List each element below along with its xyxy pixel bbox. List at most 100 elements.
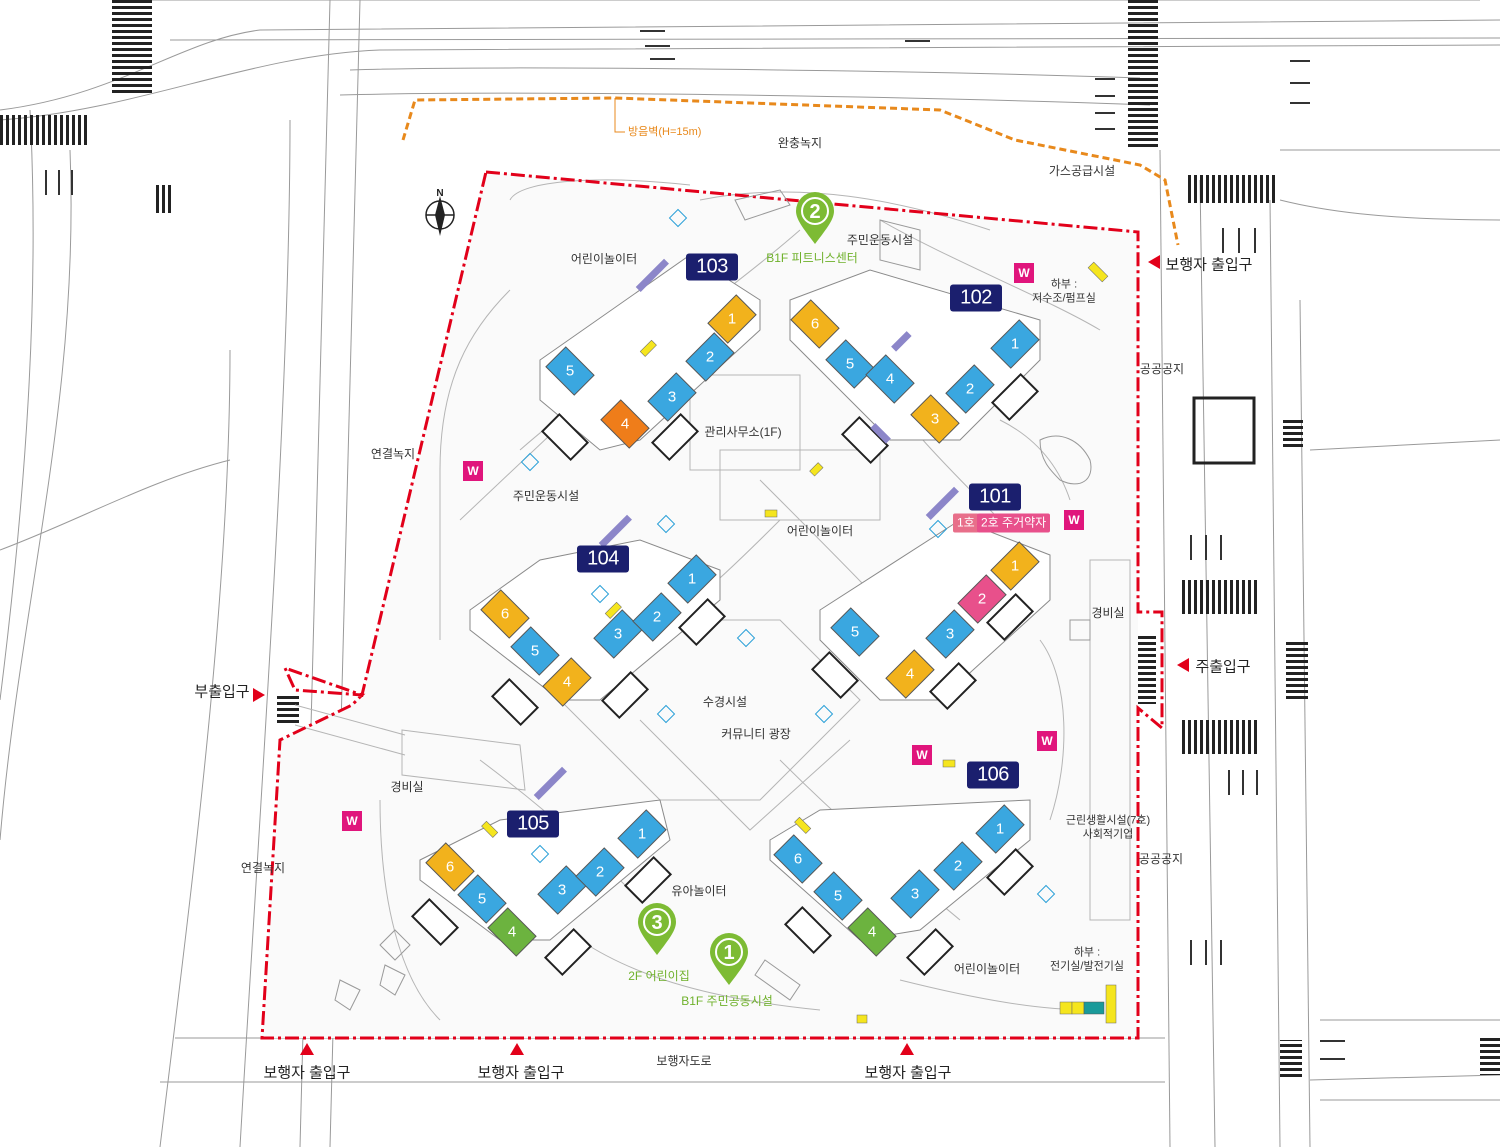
management-office-label: 관리사무소(1F) — [704, 425, 782, 439]
facility-pin-2-number[interactable]: 2 — [809, 201, 821, 223]
building-102-units — [790, 299, 1040, 444]
building-label-106[interactable]: 106 — [967, 761, 1019, 789]
unit-number-103-3: 3 — [667, 388, 677, 406]
bike-racks — [533, 258, 959, 800]
unit-number-104-2: 2 — [652, 608, 662, 626]
fitness-area-w-label: 주민운동시설 — [512, 489, 580, 503]
unit-number-103-5: 5 — [565, 362, 575, 380]
toddler-play-label: 유아놀이터 — [671, 884, 727, 898]
unit-number-105-6: 6 — [445, 858, 455, 876]
unit-number-104-3: 3 — [613, 625, 623, 643]
unit-number-104-1: 1 — [687, 570, 697, 588]
intersection-box — [1192, 396, 1256, 465]
building-label-105[interactable]: 105 — [507, 810, 559, 838]
w-badge: W — [1014, 263, 1034, 283]
w-badge: W — [1037, 731, 1057, 751]
entrance-pedestrian-s3[interactable]: 보행자 출입구 — [864, 1064, 952, 1082]
playground-nw-label: 어린이놀이터 — [570, 252, 638, 266]
unit-number-102-2: 2 — [965, 380, 975, 398]
unit-number-106-6: 6 — [793, 850, 803, 868]
unit-number-102-6: 6 — [810, 315, 820, 333]
water-feature-label: 수경시설 — [702, 695, 748, 709]
building-label-104[interactable]: 104 — [577, 545, 629, 573]
sound-wall-line — [401, 96, 1180, 246]
fitness-area-label: 주민운동시설 — [846, 233, 914, 247]
reservoir-label: 하부 : 저수조/펌프실 — [1032, 278, 1096, 305]
unit-number-106-3: 3 — [910, 885, 920, 903]
w-badge: W — [912, 745, 932, 765]
entrance-main[interactable]: 주출입구 — [1195, 658, 1251, 676]
public-space-label-1: 공공공지 — [1139, 362, 1185, 376]
building-104-units — [480, 554, 717, 707]
north-label: N — [436, 188, 444, 199]
facility-pin-1-number[interactable]: 1 — [723, 942, 735, 964]
guard-w-label: 경비실 — [390, 780, 424, 794]
facility-label-fitness: B1F 피트니스센터 — [766, 251, 858, 265]
vent-boxes — [410, 372, 1040, 977]
small-markers — [481, 261, 1117, 1024]
water-markers — [520, 208, 1056, 904]
facility-pin-3-number[interactable]: 3 — [651, 912, 663, 934]
unit-number-103-1: 1 — [727, 310, 737, 328]
unit-number-105-3: 3 — [557, 881, 567, 899]
north-arrow — [425, 196, 455, 236]
unit-number-105-2: 2 — [595, 863, 605, 881]
playground-center-label: 어린이놀이터 — [786, 524, 854, 538]
site-boundary — [260, 170, 1164, 1040]
unit-number-102-5: 5 — [845, 355, 855, 373]
b101-tag-unit2: 2호 주거약자 — [977, 513, 1051, 533]
gas-supply-label: 가스공급시설 — [1048, 164, 1116, 178]
unit-number-101-3: 3 — [945, 625, 955, 643]
entrance-sub[interactable]: 부출입구 — [194, 683, 250, 701]
retail-label: 근린생활시설(7호) 사회적기업 — [1065, 814, 1151, 841]
building-105-units — [425, 809, 667, 957]
unit-number-102-3: 3 — [930, 410, 940, 428]
unit-number-102-1: 1 — [1010, 335, 1020, 353]
lane-arrows — [45, 30, 1345, 1060]
sound-wall-label: 방음벽(H=15m) — [628, 126, 702, 138]
unit-number-103-4: 4 — [620, 415, 630, 433]
w-badge: W — [1064, 510, 1084, 530]
public-space-label-2: 공공공지 — [1138, 852, 1184, 866]
unit-number-101-5: 5 — [850, 623, 860, 641]
building-label-103[interactable]: 103 — [686, 253, 738, 281]
unit-number-101-4: 4 — [905, 665, 915, 683]
link-green-label-1: 연결녹지 — [370, 447, 416, 461]
unit-number-101-2: 2 — [977, 590, 987, 608]
w-badge: W — [463, 461, 483, 481]
unit-number-105-4: 4 — [507, 923, 517, 941]
building-106-units — [773, 804, 1025, 957]
unit-number-104-6: 6 — [500, 605, 510, 623]
unit-number-105-1: 1 — [637, 825, 647, 843]
building-label-102[interactable]: 102 — [950, 284, 1002, 312]
entrance-pedestrian-s2[interactable]: 보행자 출입구 — [477, 1064, 565, 1082]
b101-tag-unit1: 1호 — [953, 513, 979, 533]
building-shells — [419, 254, 1051, 941]
unit-number-101-1: 1 — [1010, 557, 1020, 575]
facility-label-daycare: 2F 어린이집 — [628, 969, 690, 983]
building-103-units — [545, 294, 757, 449]
entrance-pedestrian-ne[interactable]: 보행자 출입구 — [1165, 256, 1253, 274]
link-green-label-2: 연결녹지 — [240, 861, 286, 875]
unit-number-106-1: 1 — [995, 820, 1005, 838]
facility-pins — [638, 192, 834, 985]
unit-number-104-5: 5 — [530, 642, 540, 660]
unit-number-106-2: 2 — [953, 857, 963, 875]
playground-se-label: 어린이놀이터 — [953, 962, 1021, 976]
building-101-units — [830, 541, 1040, 699]
entrance-pedestrian-s1[interactable]: 보행자 출입구 — [263, 1064, 351, 1082]
buffer-green-label: 완충녹지 — [777, 136, 823, 150]
unit-number-105-5: 5 — [477, 890, 487, 908]
facility-label-community: B1F 주민공동시설 — [681, 994, 773, 1008]
north-marker: N — [425, 183, 455, 201]
community-plaza-label: 커뮤니티 광장 — [721, 727, 791, 741]
unit-number-106-4: 4 — [867, 923, 877, 941]
entrance-arrows — [253, 255, 1189, 1055]
building-label-101[interactable]: 101 — [969, 483, 1021, 511]
unit-number-102-4: 4 — [885, 370, 895, 388]
unit-number-106-5: 5 — [833, 887, 843, 905]
electric-room-label: 하부 : 전기실/발전기실 — [1050, 946, 1124, 973]
